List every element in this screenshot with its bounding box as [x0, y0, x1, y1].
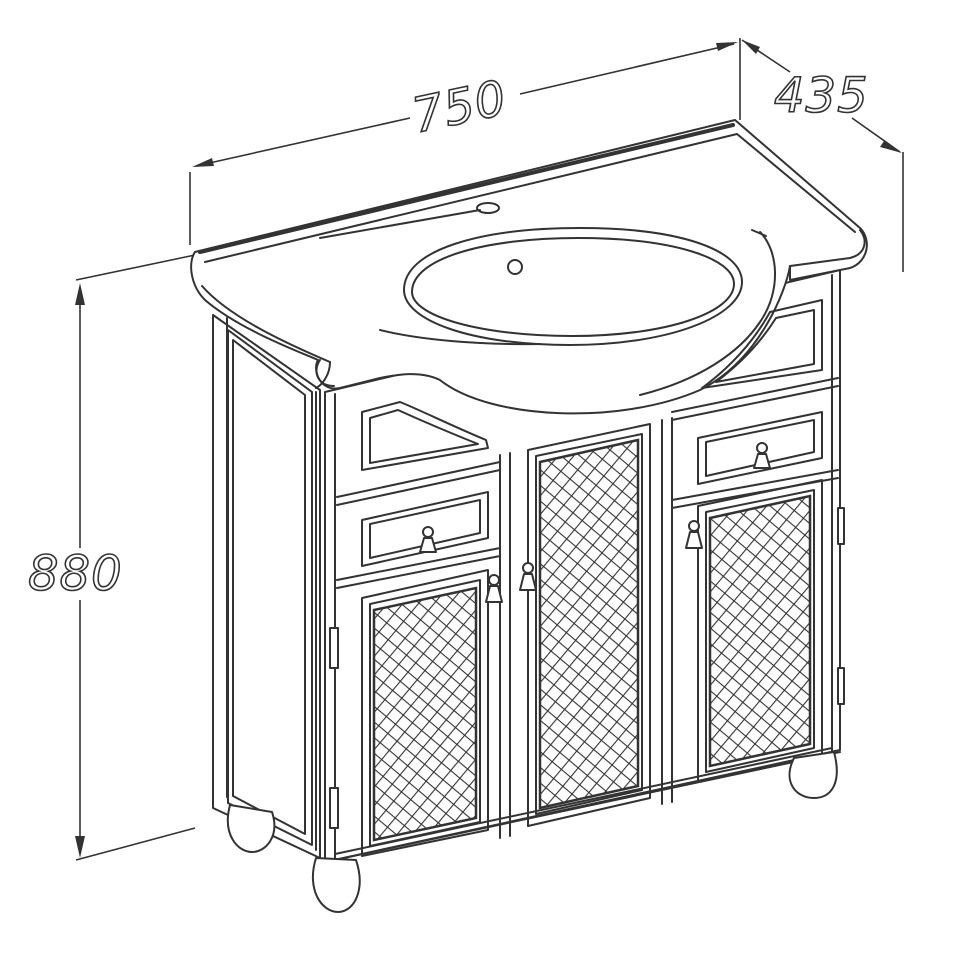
hinge-icon — [329, 627, 339, 829]
vanity-top — [190, 119, 868, 415]
width-dimension-label: 750 — [408, 70, 512, 144]
drawer-handle-icon — [419, 526, 437, 553]
height-dimension-label: 880 — [28, 546, 123, 602]
apron-panel-left — [361, 401, 489, 471]
cabinet-feet — [226, 751, 838, 913]
door-handle-icon — [485, 574, 503, 603]
drawer-right[interactable] — [697, 411, 823, 485]
door-right[interactable] — [685, 479, 845, 783]
door-handle-icon — [519, 562, 537, 591]
hinge-icon — [837, 507, 845, 705]
depth-dimension: 435 — [741, 39, 904, 272]
apron-panel-right — [701, 299, 823, 389]
door-left[interactable] — [329, 569, 503, 857]
cabinet-side-panel — [212, 314, 321, 859]
door-center[interactable] — [519, 423, 651, 827]
height-dimension: 880 — [27, 254, 196, 861]
drawer-handle-icon — [753, 442, 771, 469]
drawer-left[interactable] — [361, 491, 489, 567]
depth-dimension-label: 435 — [774, 68, 869, 124]
door-handle-icon — [685, 520, 703, 549]
